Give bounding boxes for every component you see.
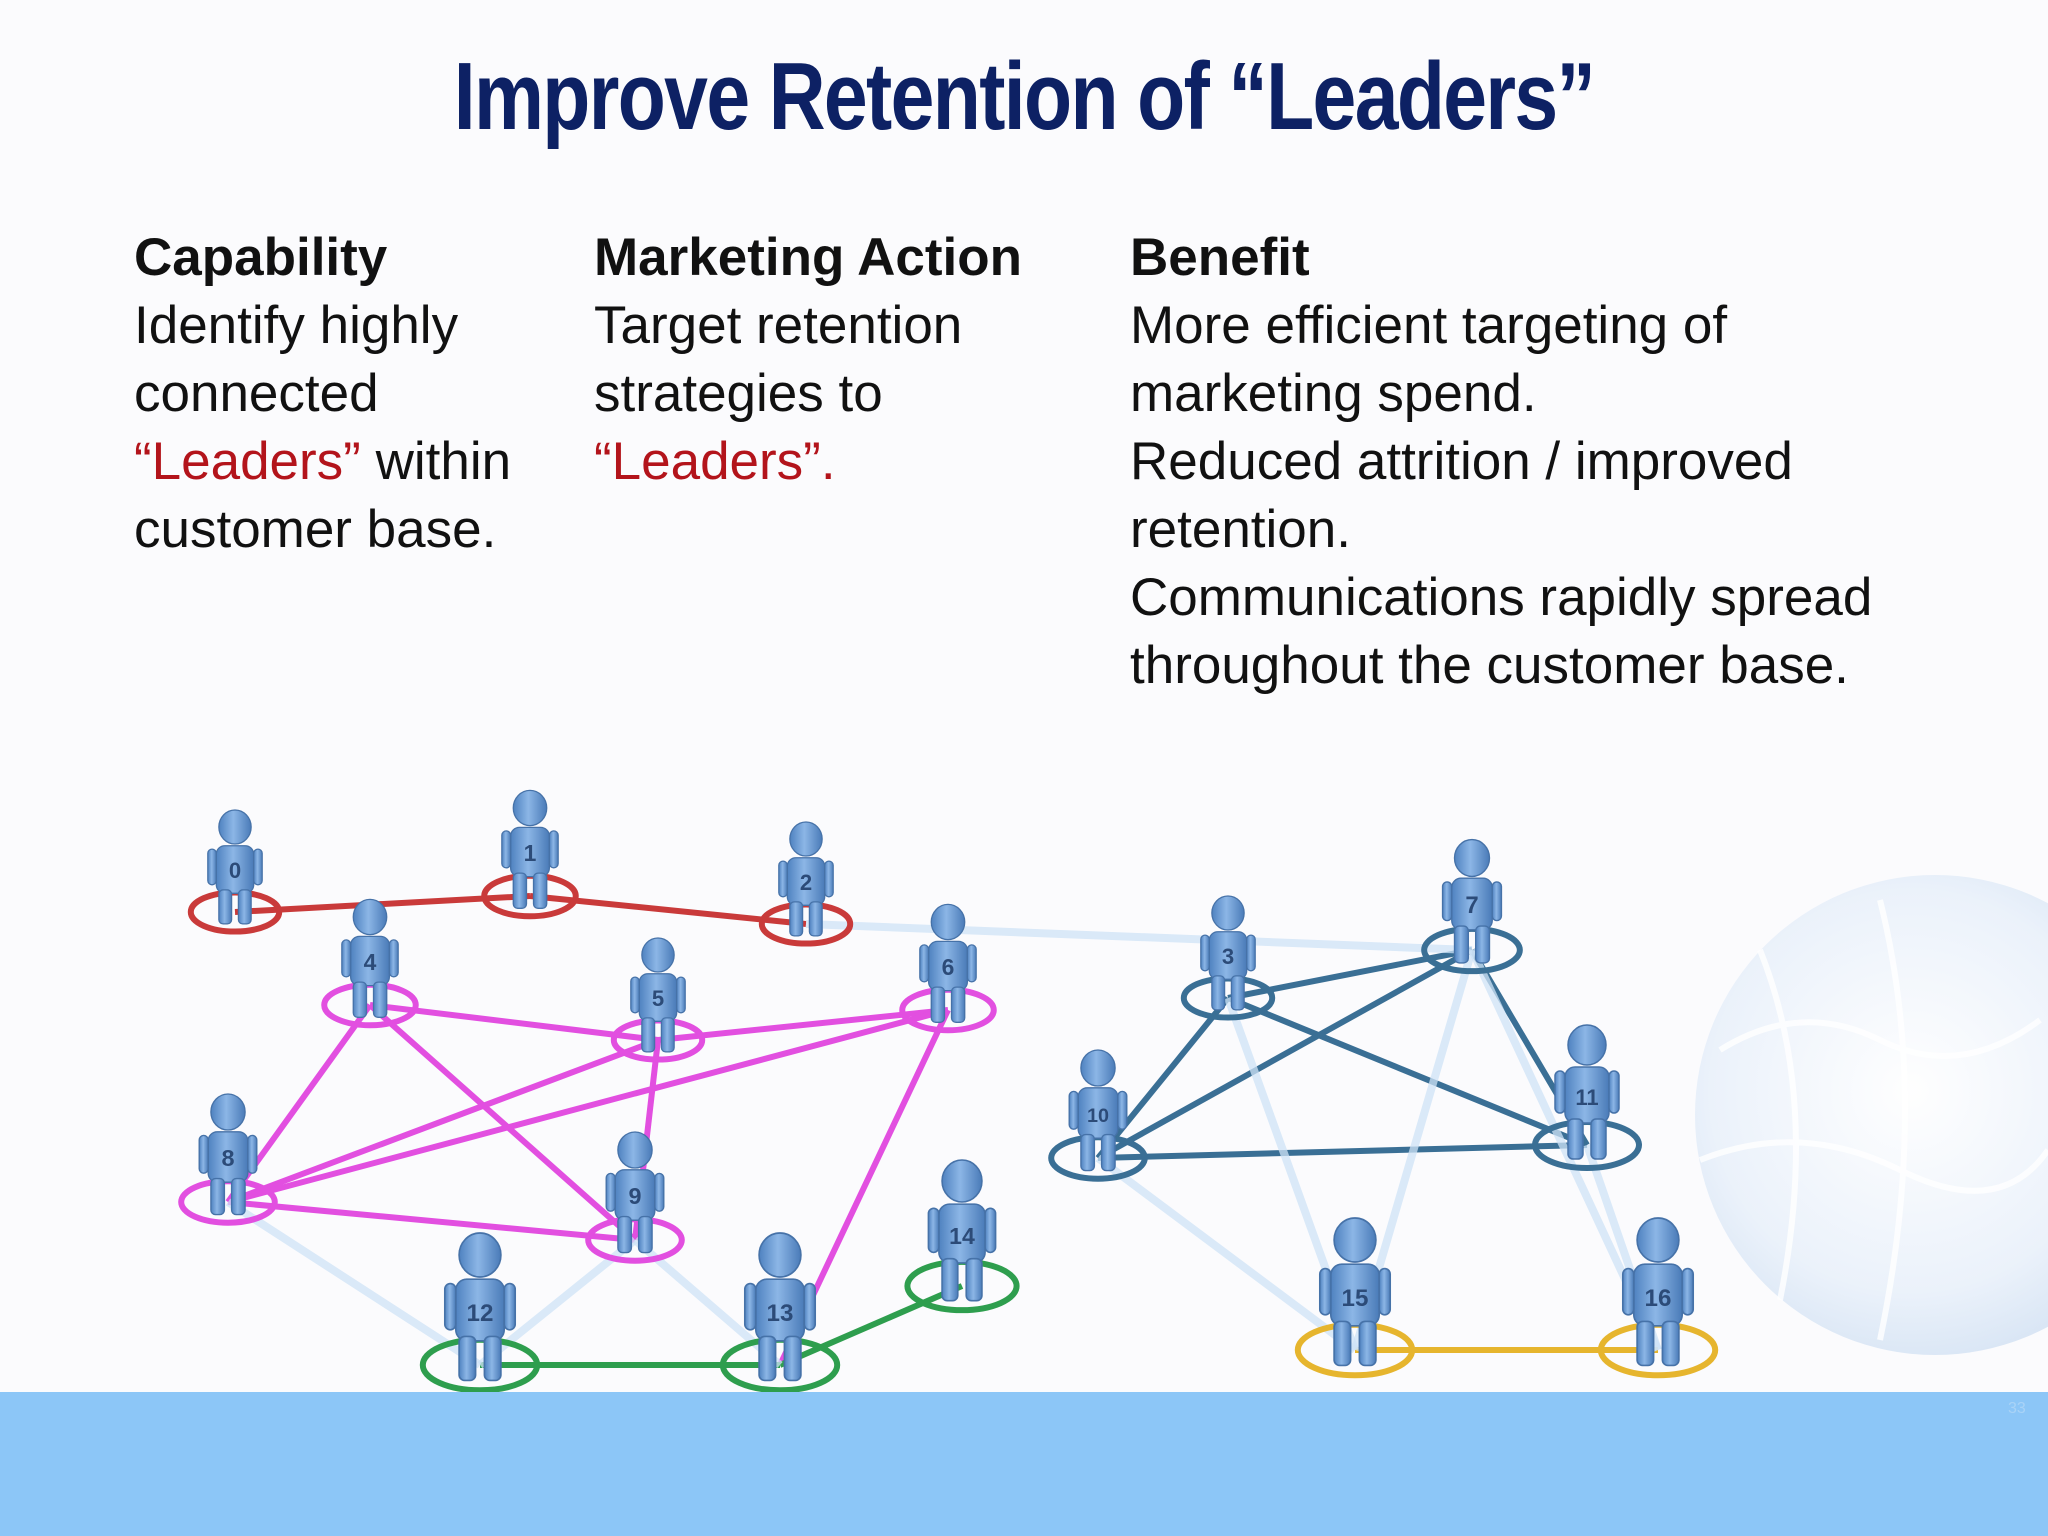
edge-4-5 xyxy=(369,1002,659,1043)
marketing-action-line: Target retention xyxy=(594,296,963,355)
edge-7-10 xyxy=(1096,947,1474,1161)
person-icon: 15 xyxy=(1318,1217,1392,1367)
node-label: 6 xyxy=(942,954,955,980)
person-icon: 7 xyxy=(1441,838,1503,964)
slide-title: Improve Retention of “Leaders” xyxy=(453,43,1596,150)
person-icon: 2 xyxy=(778,821,834,937)
person-icon: 12 xyxy=(443,1232,517,1382)
node-label: 13 xyxy=(767,1300,794,1327)
network-node-12: 12 xyxy=(419,1232,541,1394)
node-label: 0 xyxy=(229,858,241,883)
node-label: 8 xyxy=(221,1145,234,1171)
network-node-11: 11 xyxy=(1532,1024,1642,1171)
edge-3-7 xyxy=(1227,947,1473,1001)
edge-8-12 xyxy=(225,1198,483,1369)
person-icon: 10 xyxy=(1068,1049,1128,1172)
network-node-7: 7 xyxy=(1421,838,1523,975)
edge-3-10 xyxy=(1095,996,1231,1160)
edge-2-7 xyxy=(805,920,1473,954)
network-node-15: 15 xyxy=(1294,1217,1416,1379)
benefit-line: throughout the customer base. xyxy=(1130,636,1849,695)
marketing-action-line: strategies to xyxy=(594,364,883,423)
capability-line: Identify highly xyxy=(134,296,459,355)
network-node-9: 9 xyxy=(585,1131,685,1264)
person-icon: 13 xyxy=(743,1232,817,1382)
person-icon: 1 xyxy=(501,789,559,909)
edge-6-8 xyxy=(227,1007,949,1205)
capability-column: Capability Identify highly connected “Le… xyxy=(134,224,574,564)
network-node-10: 10 xyxy=(1048,1049,1148,1182)
person-icon: 11 xyxy=(1554,1024,1620,1160)
benefit-line: Communications rapidly spread xyxy=(1130,568,1873,627)
network-node-13: 13 xyxy=(719,1232,841,1394)
edge-13-14 xyxy=(778,1283,964,1368)
node-label: 12 xyxy=(467,1300,494,1327)
network-node-6: 6 xyxy=(899,903,997,1034)
node-label: 2 xyxy=(800,870,812,895)
network-node-5: 5 xyxy=(610,937,706,1063)
network-node-16: 16 xyxy=(1597,1217,1719,1379)
node-label: 7 xyxy=(1465,892,1478,919)
footer-band xyxy=(0,1392,2048,1536)
node-label: 1 xyxy=(524,840,537,866)
capability-line: connected xyxy=(134,364,379,423)
benefit-column: Benefit More efficient targeting of mark… xyxy=(1130,224,2010,700)
network-node-3: 3 xyxy=(1180,895,1276,1021)
benefit-line: Reduced attrition / improved xyxy=(1130,432,1793,491)
leaders-highlight: “Leaders”. xyxy=(594,432,836,491)
capability-line: within xyxy=(360,432,512,491)
edge-10-11 xyxy=(1097,1142,1588,1161)
person-icon: 14 xyxy=(927,1159,997,1302)
node-label: 3 xyxy=(1222,944,1234,969)
edge-4-9 xyxy=(368,1002,637,1243)
benefit-line: marketing spend. xyxy=(1130,364,1537,423)
person-icon: 9 xyxy=(605,1131,665,1254)
network-node-1: 1 xyxy=(481,789,579,920)
person-icon: 16 xyxy=(1621,1217,1695,1367)
network-node-14: 14 xyxy=(904,1159,1020,1314)
node-label: 9 xyxy=(628,1183,641,1209)
globe-graphic xyxy=(1695,875,2048,1355)
edge-3-11 xyxy=(1226,995,1589,1148)
network-node-2: 2 xyxy=(758,821,854,947)
marketing-action-heading: Marketing Action xyxy=(594,228,1022,287)
node-label: 11 xyxy=(1575,1085,1598,1110)
person-icon: 4 xyxy=(341,898,399,1018)
node-label: 5 xyxy=(652,986,664,1011)
marketing-action-column: Marketing Action Target retention strate… xyxy=(594,224,1094,496)
page-number: 33 xyxy=(2008,1400,2026,1417)
node-label: 15 xyxy=(1342,1285,1369,1312)
capability-heading: Capability xyxy=(134,228,388,287)
node-label: 16 xyxy=(1645,1285,1672,1312)
network-node-8: 8 xyxy=(178,1093,278,1226)
node-label: 14 xyxy=(949,1223,975,1249)
edge-5-6 xyxy=(657,1007,949,1043)
benefit-heading: Benefit xyxy=(1130,228,1310,287)
benefit-line: retention. xyxy=(1130,500,1351,559)
network-node-4: 4 xyxy=(321,898,419,1029)
benefit-line: More efficient targeting of xyxy=(1130,296,1728,355)
capability-line: customer base. xyxy=(134,500,497,559)
person-icon: 6 xyxy=(919,903,977,1023)
edge-5-8 xyxy=(226,1037,660,1205)
node-label: 4 xyxy=(364,949,377,975)
person-icon: 8 xyxy=(198,1093,258,1216)
edge-8-9 xyxy=(227,1199,636,1243)
node-label: 10 xyxy=(1087,1105,1109,1127)
network-node-0: 0 xyxy=(187,809,283,935)
leaders-highlight: “Leaders” xyxy=(134,432,361,491)
edge-0-1 xyxy=(234,893,531,915)
person-icon: 3 xyxy=(1200,895,1256,1011)
person-icon: 0 xyxy=(207,809,263,925)
edge-10-15 xyxy=(1095,1154,1358,1354)
person-icon: 5 xyxy=(630,937,686,1053)
